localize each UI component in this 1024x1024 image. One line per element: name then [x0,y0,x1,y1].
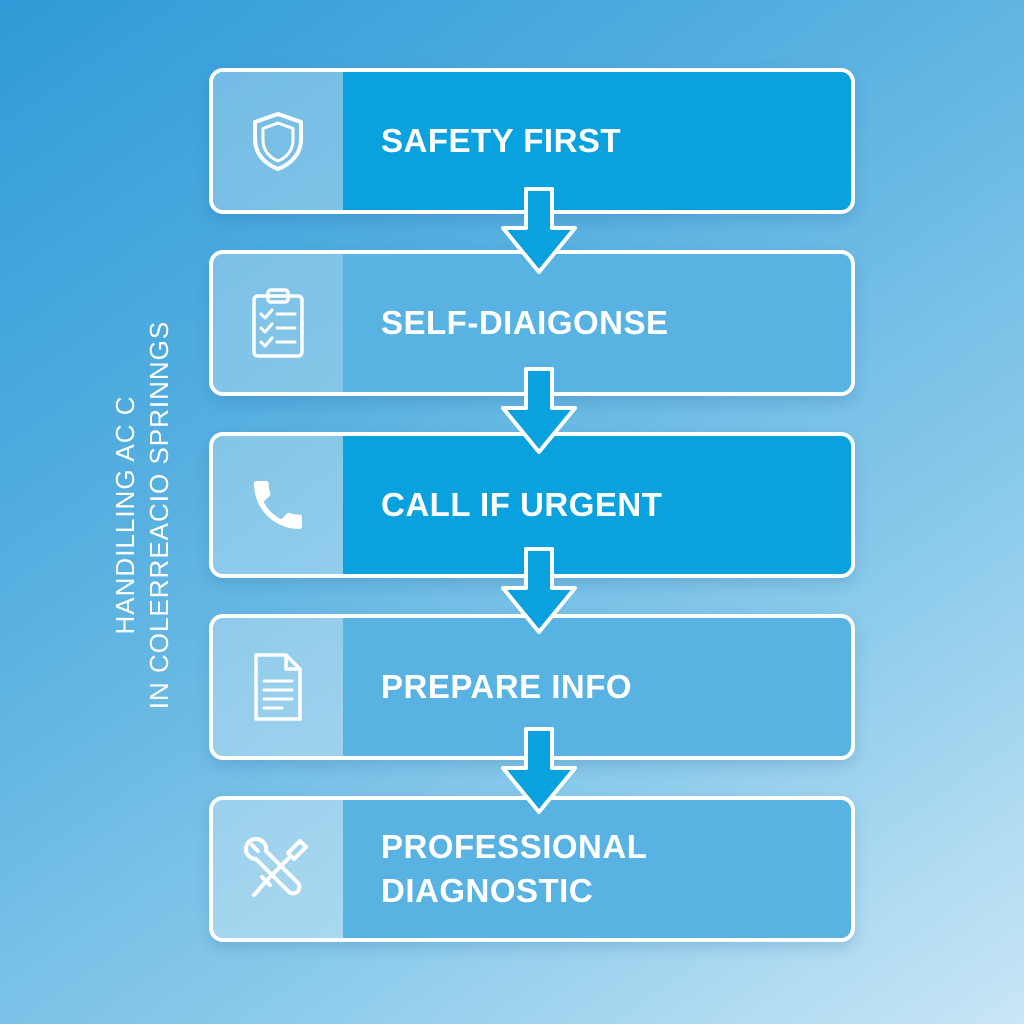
step-label-safety-first: SAFETY FIRST [381,122,622,159]
step-icon-cell [213,800,343,938]
diagram-title: HANDILLING AC C IN COLERREACIO SPRINNGS [108,321,176,710]
step-label-line-2: DIAGNOSTIC [381,872,594,909]
step-label-self-diagnose: SELF-DIAIGONSE [381,304,669,341]
diagram-title-line-1: HANDILLING AC C [110,395,140,635]
step-professional-diagnostic: PROFESSIONAL DIAGNOSTIC [209,796,855,942]
phone-icon [254,481,302,529]
step-safety-first: SAFETY FIRST [209,68,855,214]
step-label-call-if-urgent: CALL IF URGENT [381,486,663,523]
step-icon-cell [213,72,343,210]
shield-icon [253,112,303,171]
down-arrow-icon [501,187,577,274]
down-arrow-icon [501,367,577,454]
step-icon-cell [213,436,343,574]
step-label-line-1: PROFESSIONAL [381,828,648,865]
step-icon-cell [213,254,343,392]
document-icon [254,653,302,721]
step-call-if-urgent: CALL IF URGENT [209,432,855,578]
step-icon-cell [213,618,343,756]
step-label-professional-diagnostic: PROFESSIONAL DIAGNOSTIC [381,825,647,913]
clipboard-checklist-icon [252,288,304,358]
diagram-title-line-2: IN COLERREACIO SPRINNGS [144,320,174,710]
step-label-prepare-info: PREPARE INFO [381,668,633,705]
down-arrow-icon [501,547,577,634]
down-arrow-icon [501,727,577,814]
step-prepare-info: PREPARE INFO [209,614,855,760]
wrench-screwdriver-icon [244,837,308,897]
